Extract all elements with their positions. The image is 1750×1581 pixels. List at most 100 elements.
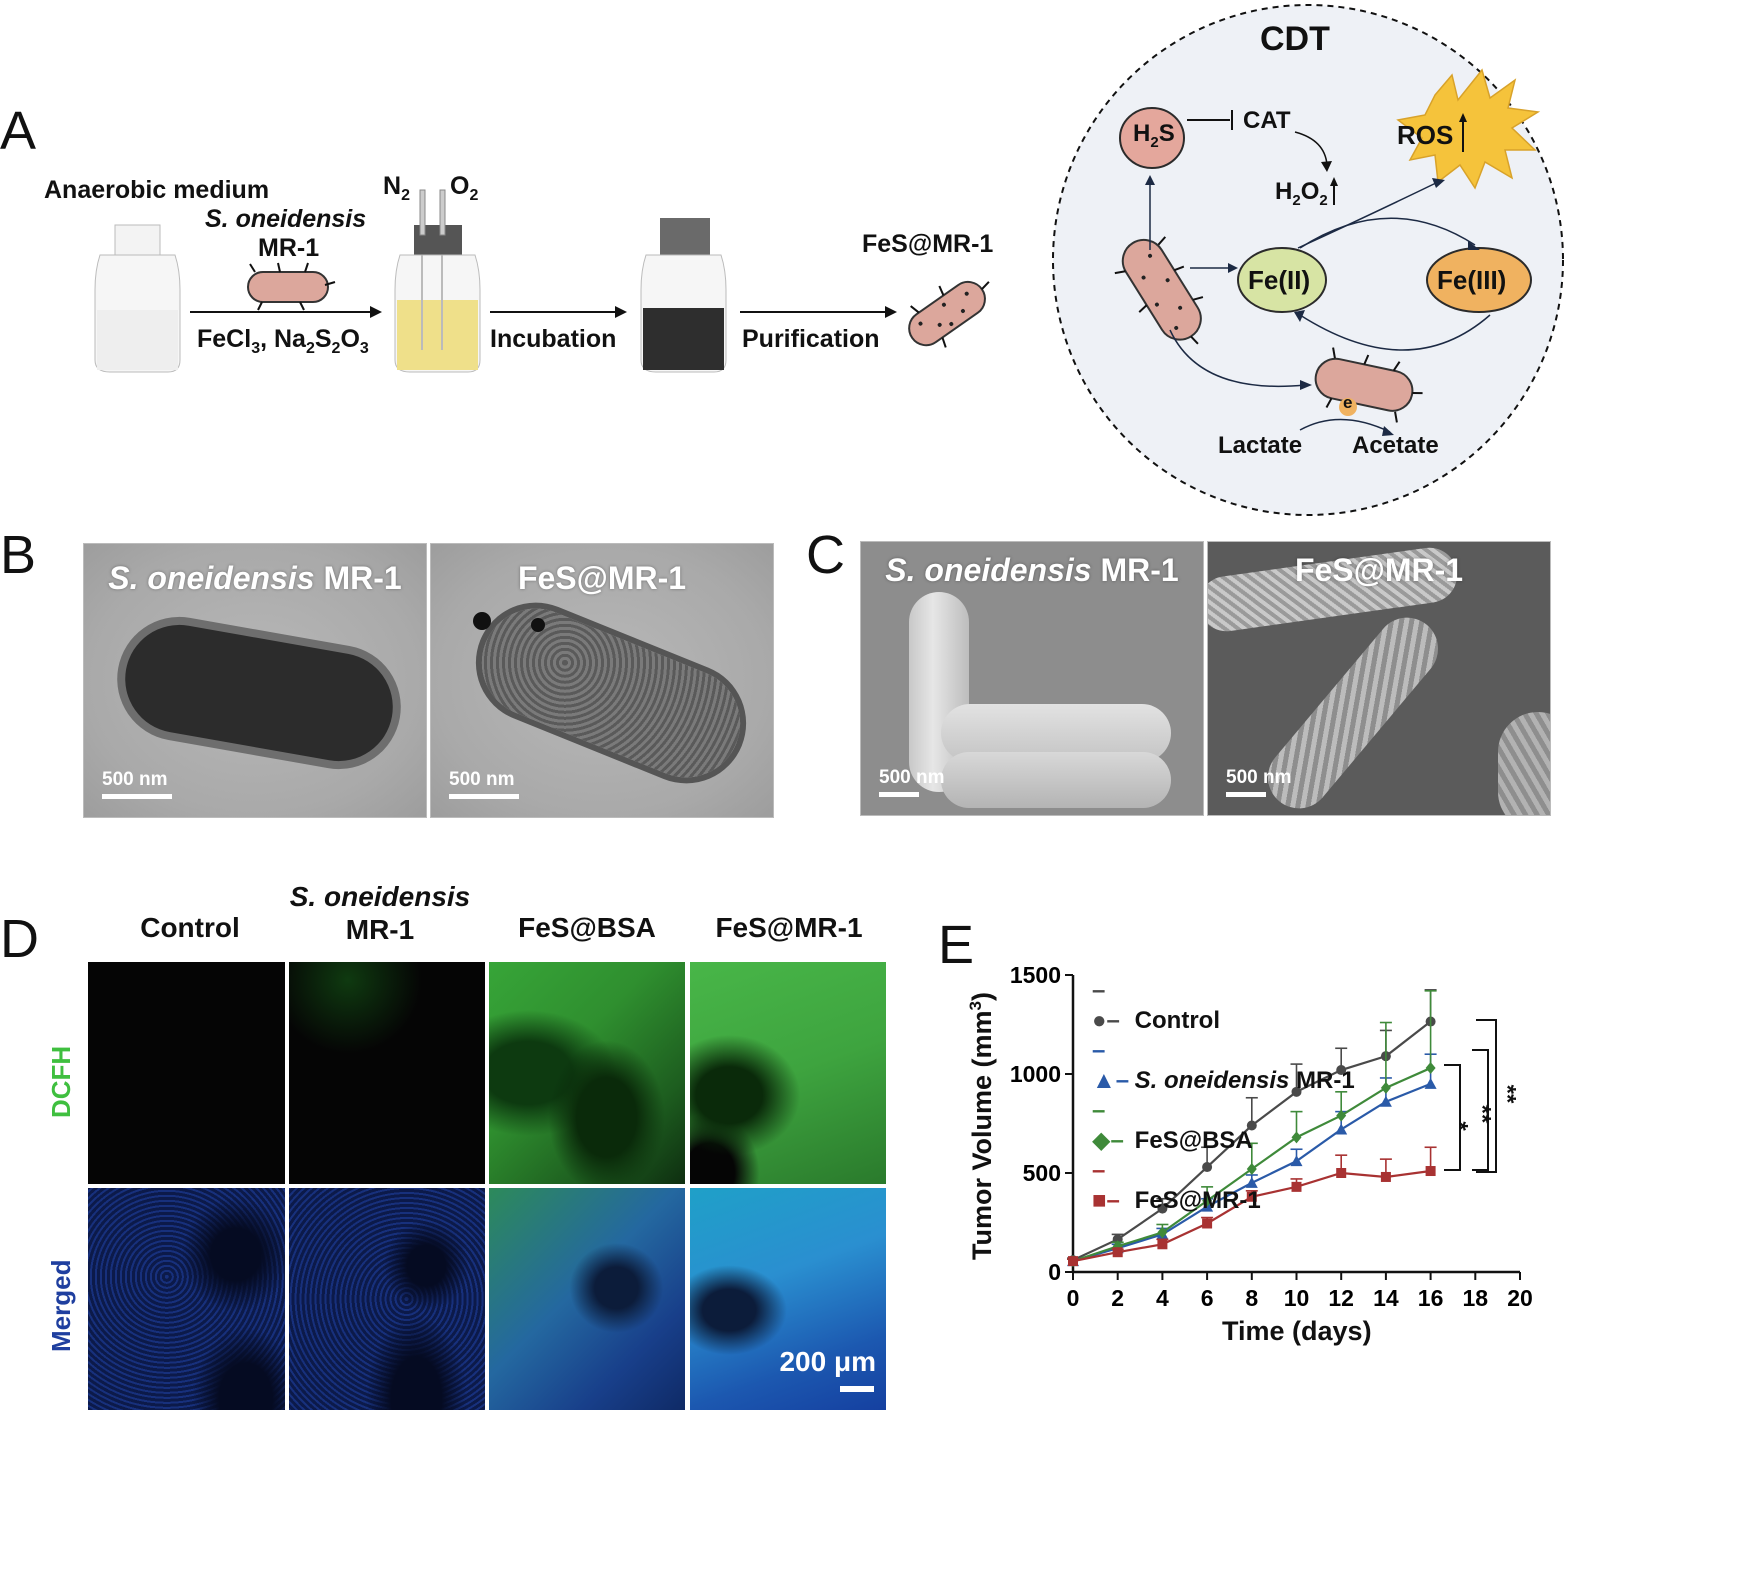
y-tick-label: 1000 <box>1010 1061 1061 1087</box>
acetate-label: Acetate <box>1352 432 1439 459</box>
chart-legend: –●– Control –▲– S. oneidensis MR-1 –◆– F… <box>1092 976 1355 1216</box>
y-tick-label: 1500 <box>1010 962 1061 988</box>
data-point <box>1112 1247 1123 1258</box>
x-tick-label: 20 <box>1507 1285 1533 1311</box>
x-tick-label: 16 <box>1418 1285 1444 1311</box>
col-header-strain: MR-1 <box>345 914 415 945</box>
gas-n2-label: N2 <box>383 172 410 204</box>
tem-title-fes: FeS@MR-1 <box>517 560 687 596</box>
data-point <box>1202 1218 1213 1229</box>
panel-label-c: C <box>806 525 845 585</box>
x-tick-label: 10 <box>1284 1285 1310 1311</box>
tem-image-fes: FeS@MR-1 500 nm <box>430 543 774 818</box>
h2s-label: H2S <box>1133 120 1175 151</box>
dcfh-mr1 <box>289 962 485 1184</box>
sem-title-mr1: S. oneidensis MR-1 <box>885 552 1179 588</box>
panel-label-a: A <box>0 101 37 161</box>
col-header-fes-bsa: FeS@BSA <box>518 912 656 943</box>
scale-bar-c1: 500 nm <box>879 767 944 797</box>
data-point <box>1425 1166 1436 1177</box>
sem-image-mr1: S. oneidensis MR-1 500 nm <box>860 541 1204 816</box>
row-header-dcfh: DCFH <box>46 1045 76 1118</box>
dcfh-control <box>88 962 285 1184</box>
data-point <box>1246 1163 1257 1176</box>
fe3-label: Fe(III) <box>1437 265 1507 295</box>
data-point <box>1379 1095 1392 1107</box>
series-2 <box>1067 990 1437 1268</box>
panel-label-d: D <box>0 909 39 969</box>
data-point <box>1291 1181 1302 1192</box>
y-tick-label: 500 <box>1023 1160 1061 1186</box>
merged-fes-bsa <box>489 1188 685 1410</box>
scale-bar-b1: 500 nm <box>102 769 172 799</box>
tem-title-mr1: S. oneidensis MR-1 <box>108 560 402 596</box>
data-point <box>1335 1123 1348 1135</box>
fes-particle <box>531 618 545 632</box>
fe2-label: Fe(II) <box>1248 265 1311 295</box>
row-header-merged: Merged <box>46 1259 76 1352</box>
merged-mr1 <box>289 1188 485 1410</box>
data-point <box>1336 1065 1347 1076</box>
data-point <box>1246 1191 1257 1202</box>
scale-bar-c2: 500 nm <box>1226 767 1291 797</box>
scale-bar-label-d: 200 μm <box>779 1346 876 1377</box>
data-point <box>1336 1168 1347 1178</box>
h2s-node <box>1119 107 1185 169</box>
cat-label: CAT <box>1243 107 1291 134</box>
col-header-species: S. oneidensis <box>289 881 471 912</box>
tem-cell-mr1 <box>116 616 402 770</box>
legend-bsa: –◆– FeS@BSA <box>1092 1097 1253 1154</box>
ros-burst-icon <box>1396 68 1541 190</box>
merged-fes-mr1: 200 μm <box>690 1188 886 1410</box>
panel-label-b: B <box>0 525 37 585</box>
medium-label: Anaerobic medium <box>44 176 270 204</box>
electron-icon <box>1339 398 1357 416</box>
cdt-title: CDT <box>1260 20 1330 58</box>
sig-star-2: ** <box>1468 1104 1496 1124</box>
x-tick-label: 12 <box>1328 1285 1354 1311</box>
legend-control: –●– Control <box>1092 977 1220 1034</box>
legend-fes: –■– FeS@MR-1 <box>1092 1157 1261 1214</box>
data-point <box>1291 1131 1302 1144</box>
data-point <box>1157 1239 1168 1250</box>
x-tick-label: 4 <box>1156 1285 1169 1311</box>
significance-brackets <box>1444 1019 1497 1173</box>
x-tick-label: 8 <box>1245 1285 1258 1311</box>
bottle-reaction <box>394 189 481 373</box>
data-point <box>1157 1203 1168 1214</box>
strain-label: MR-1 <box>258 234 320 262</box>
data-point <box>1245 1176 1258 1188</box>
step-incubation: Incubation <box>490 325 617 353</box>
y-tick-label: 0 <box>1048 1259 1061 1285</box>
reagents-label: FeCl3, Na2S2O3 <box>197 325 369 357</box>
data-point <box>1336 1109 1347 1122</box>
ros-label: ROS <box>1397 120 1454 150</box>
scale-bar-d <box>840 1386 874 1392</box>
data-point <box>1425 1062 1436 1075</box>
data-point <box>1157 1226 1168 1239</box>
data-point <box>1246 1120 1257 1131</box>
bottle-medium <box>94 224 181 373</box>
data-point <box>1380 1081 1391 1094</box>
sem-image-fes: FeS@MR-1 500 nm <box>1207 541 1551 816</box>
sem-cell-horizontal <box>941 752 1171 808</box>
dcfh-fes-bsa <box>489 962 685 1184</box>
product-label: FeS@MR-1 <box>862 230 994 258</box>
bottle-incubated <box>640 218 727 373</box>
data-point <box>1424 1077 1437 1089</box>
x-tick-label: 18 <box>1463 1285 1489 1311</box>
species-label: S. oneidensis <box>205 205 367 233</box>
x-tick-label: 14 <box>1373 1285 1399 1311</box>
electron-label: e <box>1343 393 1353 412</box>
fes-particle <box>473 612 491 630</box>
scale-bar-b2: 500 nm <box>449 769 519 799</box>
cdt-bacterium-icon <box>1114 236 1204 345</box>
gas-o2-label: O2 <box>450 172 479 204</box>
col-header-control: Control <box>140 912 240 943</box>
lactate-label: Lactate <box>1218 432 1303 459</box>
x-tick-label: 2 <box>1111 1285 1124 1311</box>
tem-cell-fes <box>465 592 757 794</box>
sig-star-3: ** <box>1493 1084 1521 1104</box>
fe2-node <box>1237 247 1327 313</box>
